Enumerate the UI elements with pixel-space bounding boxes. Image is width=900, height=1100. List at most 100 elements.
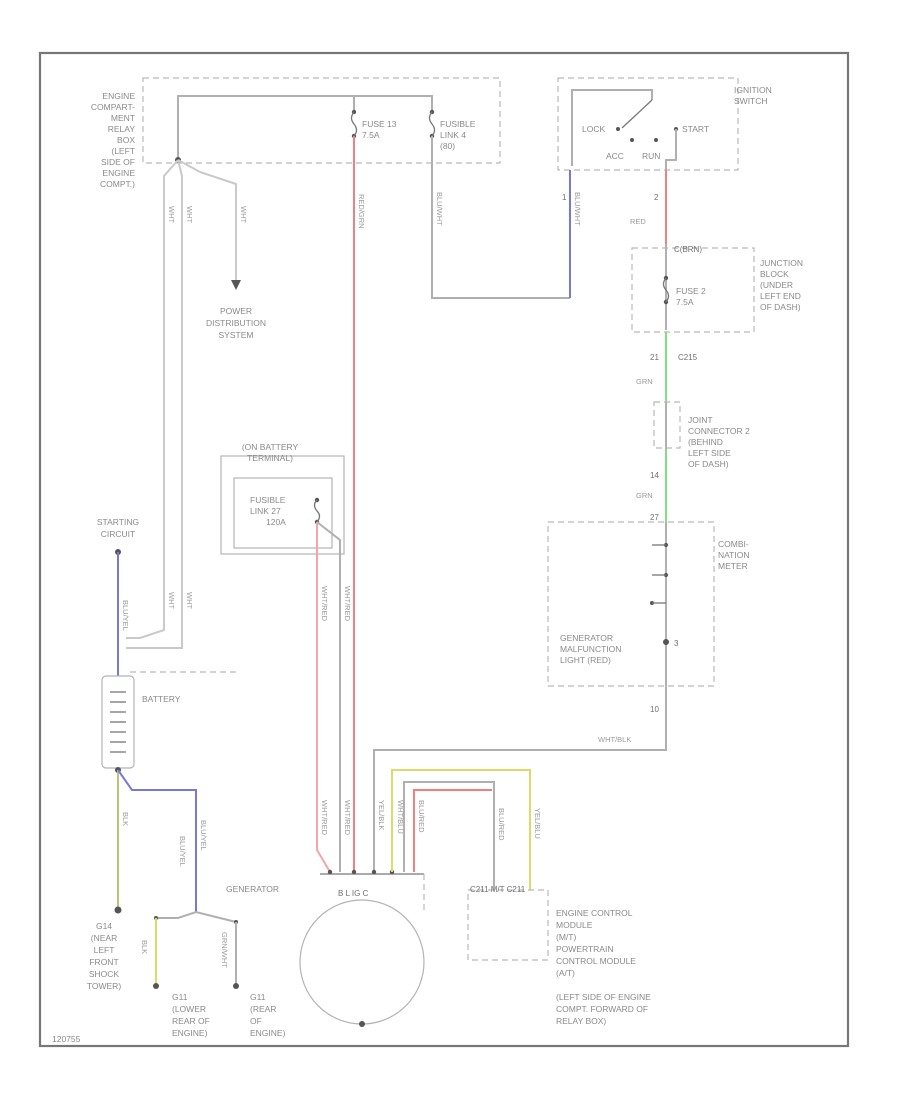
fusible-link4-rating: (80) bbox=[440, 141, 455, 151]
joint-connector-label-line: CONNECTOR 2 bbox=[688, 426, 750, 436]
diagram-code: 120755 bbox=[52, 1034, 81, 1044]
ecm-outline bbox=[467, 889, 549, 961]
combination-meter-label-line: METER bbox=[718, 561, 748, 571]
ecm-label-line: MODULE bbox=[556, 920, 593, 930]
wire-label: BLU/RED bbox=[497, 808, 506, 841]
relay-box-label-line: COMPT.) bbox=[100, 179, 135, 189]
wire-generator-to-ecm-gray bbox=[403, 781, 495, 890]
junction-block-label-line: LEFT END bbox=[760, 291, 801, 301]
wire-label: WHT/BLK bbox=[598, 735, 631, 744]
pin-label: 14 bbox=[650, 471, 659, 480]
ecm-label-line: RELAY BOX) bbox=[556, 1016, 606, 1026]
wire-generator-to-ecm-red bbox=[413, 789, 492, 872]
wire-label: WHT/RED bbox=[343, 586, 352, 622]
wire-label: WHT/RED bbox=[320, 586, 329, 622]
generator-terminal bbox=[351, 869, 357, 875]
joint-connector-label-line: (BEHIND bbox=[688, 437, 723, 447]
generator-malfunction-label-line: LIGHT (RED) bbox=[560, 655, 611, 665]
fuse2-label: FUSE 2 bbox=[676, 286, 706, 296]
wire-label: YEL/BLU bbox=[533, 808, 542, 839]
wire-link27-to-generator-2 bbox=[316, 521, 341, 872]
generator-pin-labels: B L IG C bbox=[338, 889, 369, 898]
relay-box-label-line: RELAY bbox=[108, 124, 136, 134]
wire-to-power-distribution bbox=[177, 159, 237, 284]
wire-label: WHT/RED bbox=[320, 800, 329, 836]
ignition-lock-label: LOCK bbox=[582, 124, 605, 134]
ground-g14-label-line: G14 bbox=[96, 921, 112, 931]
junction-block-label-line: OF DASH) bbox=[760, 302, 801, 312]
generator-label: GENERATOR bbox=[226, 884, 279, 894]
ecm-label-line: CONTROL MODULE bbox=[556, 956, 636, 966]
ground-g14-label-line: SHOCK bbox=[89, 969, 120, 979]
ground-g14-label-line: FRONT bbox=[89, 957, 118, 967]
generator-malfunction-label-line: MALFUNCTION bbox=[560, 644, 621, 654]
fusible-link4-label: LINK 4 bbox=[440, 130, 466, 140]
ecm-label-line: (LEFT SIDE OF ENGINE bbox=[556, 992, 651, 1002]
ignition-switch-contact-icon bbox=[621, 99, 653, 129]
junction-block-label-line: (UNDER bbox=[760, 280, 793, 290]
relay-box-label-line: ENGINE bbox=[102, 91, 135, 101]
starting-circuit-label: STARTING CIRCUIT bbox=[97, 517, 139, 539]
pin-label: 21 bbox=[650, 353, 659, 362]
junction-block-label: JUNCTION BLOCK (UNDER LEFT END OF DASH) bbox=[760, 258, 803, 312]
diagram-frame bbox=[38, 51, 850, 1048]
fuse13: FUSE 13 7.5A bbox=[350, 109, 397, 140]
fusible-link4: FUSIBLE LINK 4 (80) bbox=[428, 109, 476, 151]
power-distribution-label-line: POWER bbox=[220, 306, 252, 316]
wire-label: BLU/YEL bbox=[121, 600, 130, 631]
ignition-switch-outline bbox=[557, 77, 739, 171]
wire-label: BLU/WHT bbox=[435, 192, 444, 226]
ignition-switch-label: IGNITION SWITCH bbox=[734, 85, 772, 106]
relay-box-label-line: BOX bbox=[117, 135, 135, 145]
fusible-link27-outline bbox=[233, 477, 333, 549]
wire-battery-to-engine-ground bbox=[117, 769, 197, 912]
relay-box-outline bbox=[142, 77, 501, 164]
wire-label: WHT bbox=[167, 592, 176, 609]
ground-g11-lower-label-line: (LOWER bbox=[172, 1004, 206, 1014]
relay-box-label-line: ENGINE bbox=[102, 168, 135, 178]
pin-label: 27 bbox=[650, 513, 659, 522]
connector-label: C215 bbox=[678, 353, 698, 362]
power-distribution-label-line: DISTRIBUTION bbox=[206, 318, 266, 328]
on-battery-terminal-label: (ON BATTERY TERMINAL) bbox=[242, 442, 299, 463]
ground-g14-label-line: (NEAR bbox=[91, 933, 117, 943]
ground-g11-lower-label: G11 (LOWER REAR OF ENGINE) bbox=[172, 992, 210, 1038]
ignition-switch-bplus-feed bbox=[571, 89, 653, 166]
power-distribution-label: POWER DISTRIBUTION SYSTEM bbox=[206, 306, 266, 340]
wire-label: BLU/YEL bbox=[199, 820, 208, 851]
fusible-link27-element-icon bbox=[313, 499, 321, 523]
relay-box-label: ENGINE COMPART- MENT RELAY BOX (LEFT SID… bbox=[91, 91, 135, 189]
combination-meter-label: COMBI- NATION METER bbox=[718, 539, 749, 571]
wire-label: BLU/WHT bbox=[573, 192, 582, 226]
fusible-link27-rating: 120A bbox=[266, 517, 286, 527]
pin-label: 3 bbox=[674, 639, 679, 648]
wire-label: BLU/YEL bbox=[178, 836, 187, 867]
pin-label: 2 bbox=[654, 193, 659, 202]
ground-g11-rear-label-line: ENGINE) bbox=[250, 1028, 286, 1038]
ground-g11-lower-label-line: ENGINE) bbox=[172, 1028, 208, 1038]
relay-box-label-line: MENT bbox=[111, 113, 135, 123]
ground-g11-rear-terminal bbox=[233, 983, 239, 989]
combination-meter-outline bbox=[547, 521, 715, 687]
battery-terminal-outline bbox=[220, 455, 345, 555]
joint-connector-label: JOINT CONNECTOR 2 (BEHIND LEFT SIDE OF D… bbox=[688, 415, 750, 469]
wire-label: RED/GRN bbox=[357, 194, 366, 229]
ground-g11-rear-label-line: OF bbox=[250, 1016, 262, 1026]
combination-meter-label-line: NATION bbox=[718, 550, 749, 560]
wire-ground-splice bbox=[156, 910, 237, 923]
generator-malfunction-label-line: GENERATOR bbox=[560, 633, 613, 643]
starting-circuit-label-line: CIRCUIT bbox=[101, 529, 135, 539]
ecm-label-line: ENGINE CONTROL bbox=[556, 908, 633, 918]
ground-g14-label-line: LEFT bbox=[94, 945, 115, 955]
ground-g11-lower-label-line: REAR OF bbox=[172, 1016, 210, 1026]
fuse13-rating: 7.5A bbox=[362, 130, 380, 140]
wire-fusible-link4-out bbox=[431, 136, 570, 299]
wire-label: WHT bbox=[185, 592, 194, 609]
wire-label: WHT bbox=[239, 206, 248, 223]
wire-meter-to-generator bbox=[373, 686, 667, 872]
generator-body bbox=[299, 899, 425, 1025]
ground-g14-label: G14 (NEAR LEFT FRONT SHOCK TOWER) bbox=[87, 921, 121, 991]
fuse2-rating: 7.5A bbox=[676, 297, 694, 307]
power-distribution-arrow-icon bbox=[231, 280, 241, 290]
